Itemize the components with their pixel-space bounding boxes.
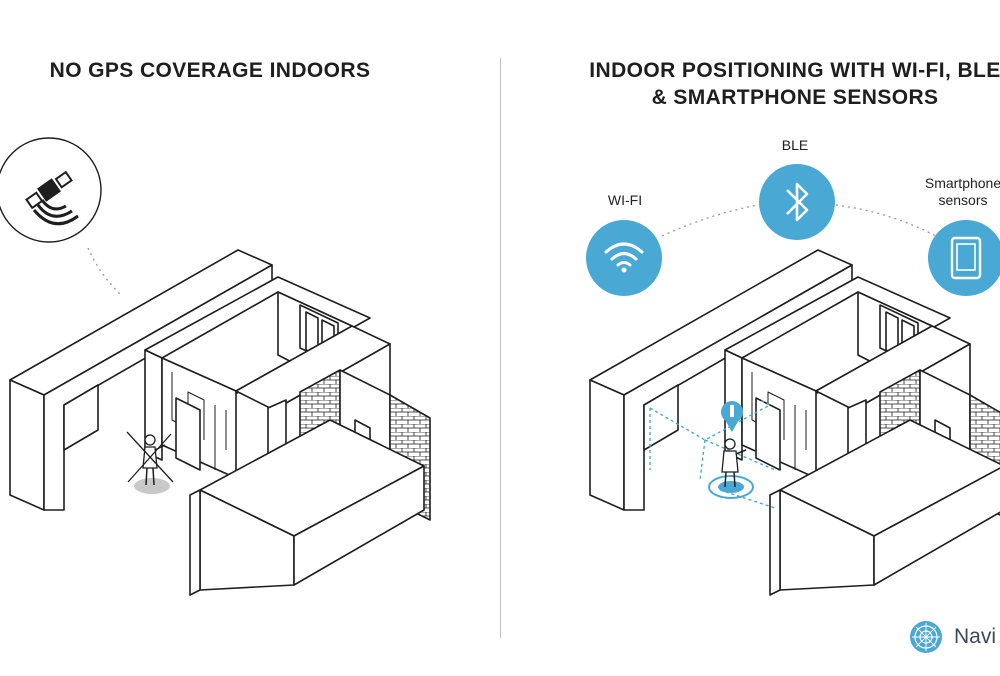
- wifi-icon: [586, 220, 662, 296]
- positioning-grid-lines: [649, 399, 776, 509]
- logo-icon: [910, 621, 942, 653]
- satellite-icon: [0, 137, 102, 243]
- ble-label: BLE: [781, 137, 809, 153]
- person-located: [708, 438, 754, 499]
- left-building-illustration: [9, 249, 431, 596]
- right-title-line-2: & SMARTPHONE SENSORS: [651, 86, 939, 109]
- technology-link-line: [661, 204, 937, 237]
- bluetooth-icon: [759, 164, 835, 240]
- location-pin-icon: [721, 401, 743, 432]
- person-no-signal: [126, 431, 174, 494]
- left-panel-title: NO GPS COVERAGE INDOORS: [49, 59, 371, 82]
- right-building-illustration: [589, 249, 1000, 596]
- wifi-label: WI-FI: [607, 192, 643, 208]
- brand-name: Navi: [954, 625, 997, 648]
- panel-divider: [500, 58, 501, 638]
- tablet-icon: [928, 220, 1000, 296]
- right-title-line-1: INDOOR POSITIONING WITH WI-FI, BLE: [589, 59, 1000, 82]
- satellite-link-line: [87, 247, 123, 297]
- right-panel-title: INDOOR POSITIONING WITH WI-FI, BLE & SMA…: [565, 57, 1000, 111]
